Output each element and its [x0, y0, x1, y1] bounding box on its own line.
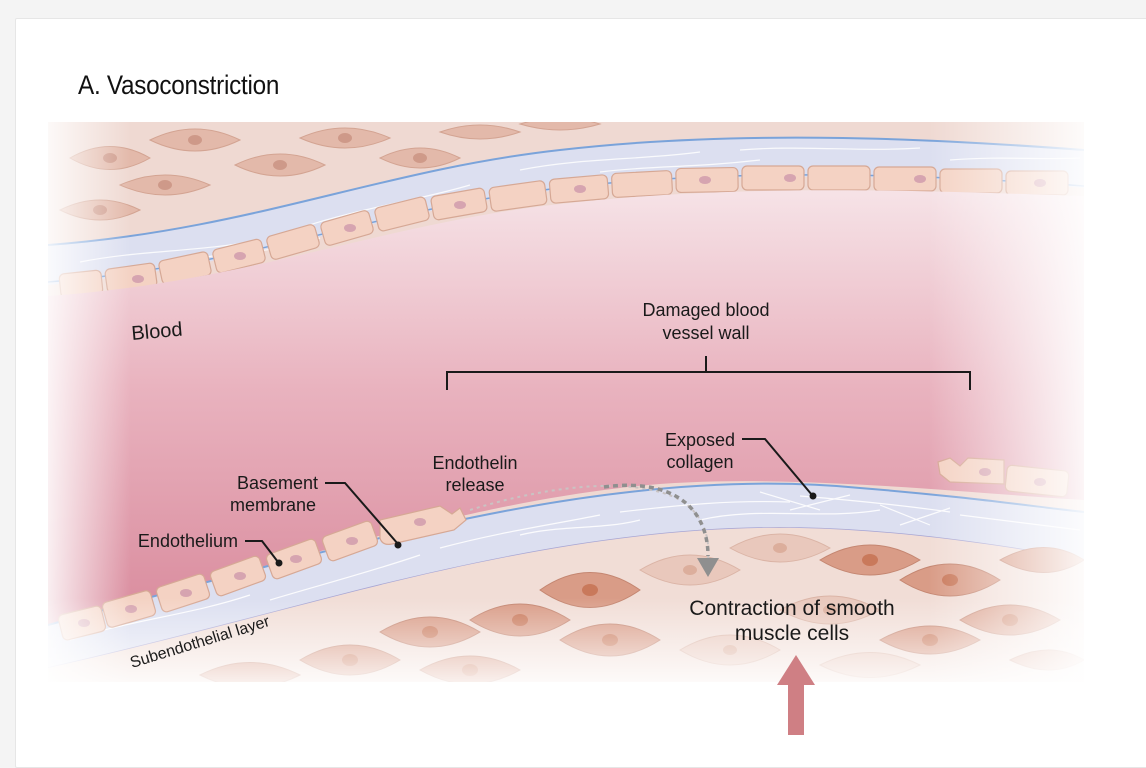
- contraction-arrow: [777, 655, 815, 735]
- endothelin-release-arrow: [469, 483, 719, 577]
- exposed-collagen-label-2: collagen: [666, 452, 733, 472]
- endothelin-label-1: Endothelin: [432, 453, 517, 473]
- contraction-label-2: muscle cells: [735, 622, 849, 645]
- damaged-wall-label-1: Damaged blood: [642, 300, 769, 320]
- endothelin-label-2: release: [445, 475, 504, 495]
- basement-membrane-label-1: Basement: [237, 473, 318, 493]
- leader-lines: [245, 438, 817, 567]
- damaged-wall-bracket: [446, 356, 971, 390]
- blood-label: Blood: [131, 319, 184, 345]
- contraction-label-1: Contraction of smooth: [689, 597, 894, 620]
- endothelium-label: Endothelium: [138, 531, 238, 551]
- exposed-collagen-label-1: Exposed: [665, 430, 735, 450]
- figure-title: A. Vasoconstriction: [78, 70, 280, 100]
- damaged-wall-label-2: vessel wall: [662, 323, 749, 343]
- basement-membrane-label-2: membrane: [230, 495, 316, 515]
